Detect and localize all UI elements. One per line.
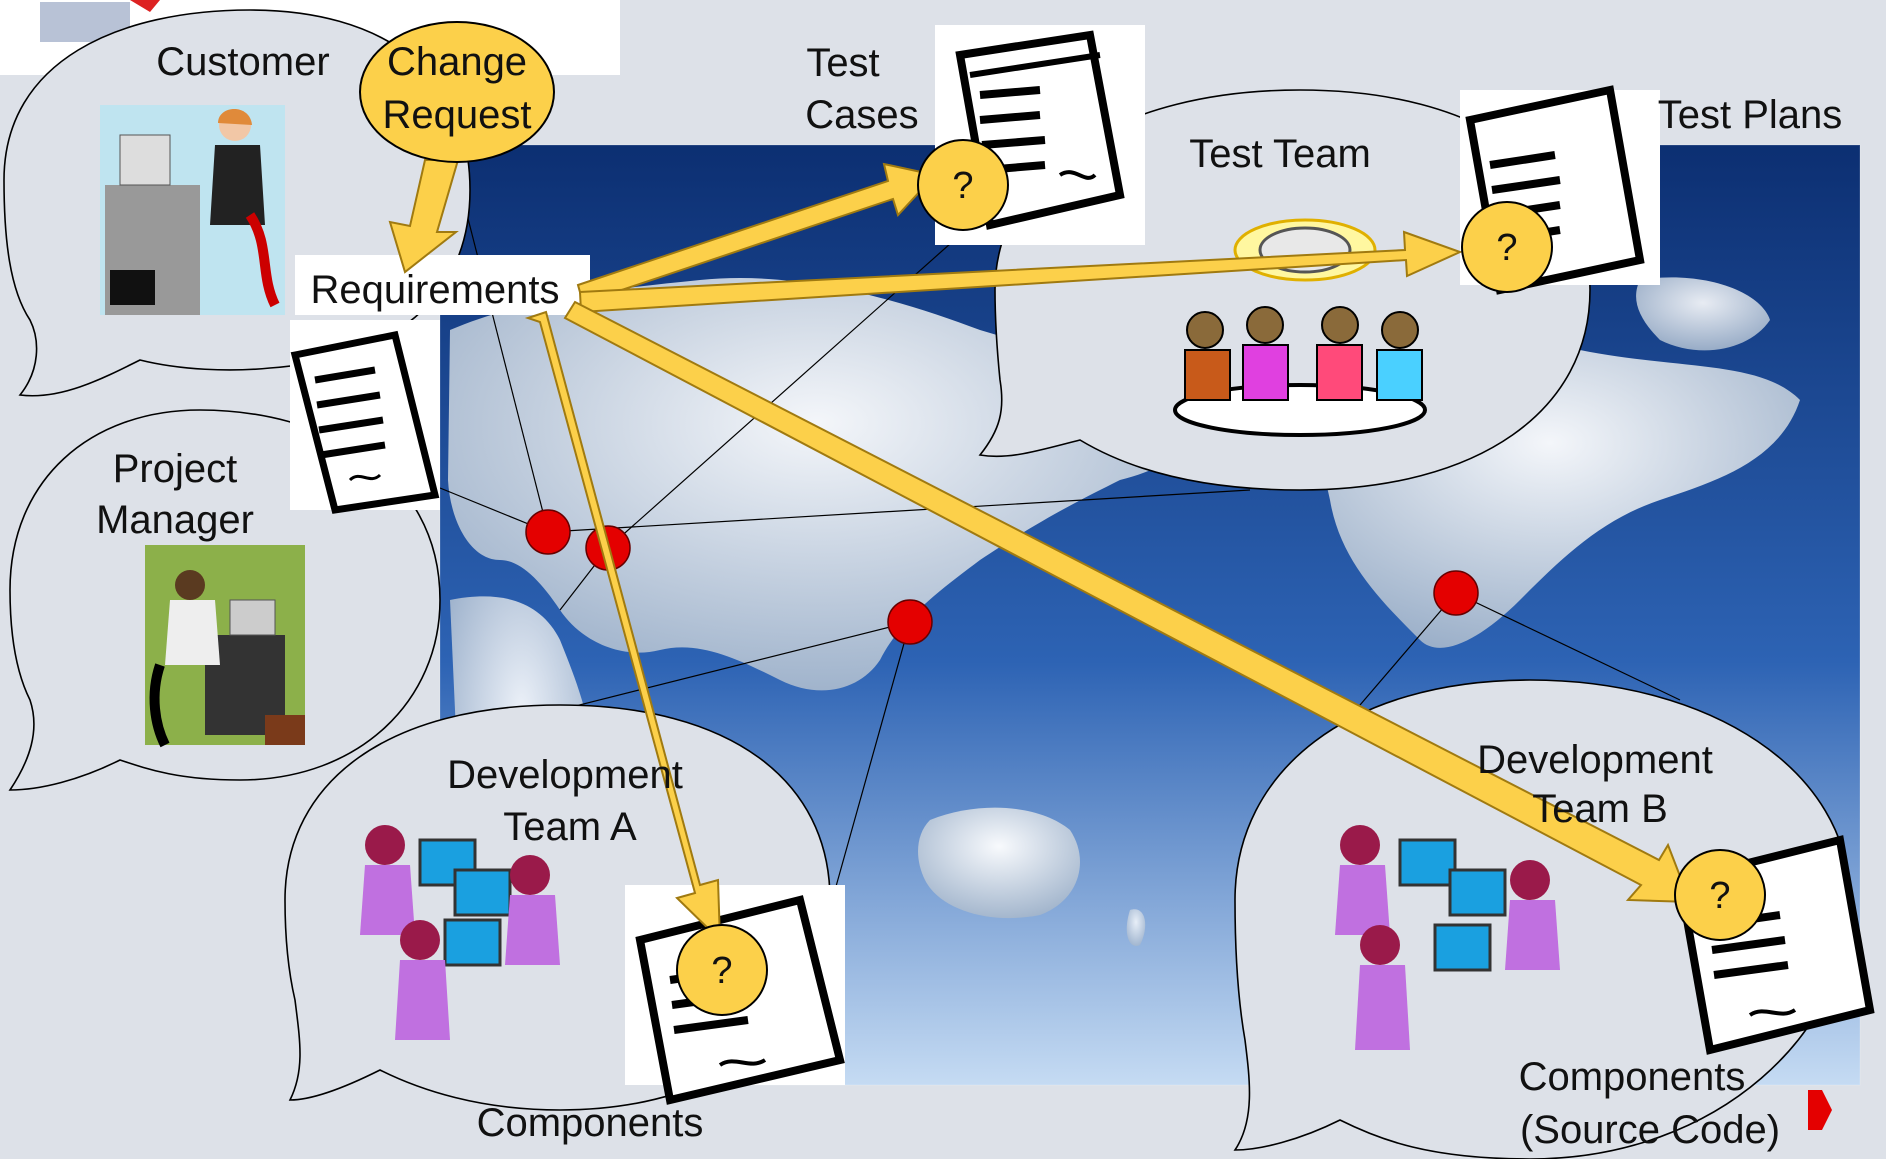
pin-north-america xyxy=(1433,570,1479,616)
dev-team-a-label-line2: Team A xyxy=(503,805,637,849)
requirements-label: Requirements xyxy=(310,268,559,312)
customer-label: Customer xyxy=(156,40,329,84)
components-a-label-line1: Components xyxy=(477,1101,704,1145)
test-plans-question: ? xyxy=(1461,201,1553,293)
components-a-question: ? xyxy=(676,924,768,1016)
dev-team-b-label-line2: Team B xyxy=(1532,787,1668,831)
question-circles: ? ? ? ? xyxy=(676,139,1766,1016)
project-manager-label-line1: Project xyxy=(113,447,238,491)
components-b-label-line2: (Source Code) xyxy=(1520,1108,1780,1152)
corner-mark xyxy=(130,0,160,12)
test-cases-label-line2: Cases xyxy=(805,93,918,137)
next-arrow-icon[interactable] xyxy=(1808,1090,1832,1130)
question-mark: ? xyxy=(711,950,732,992)
pin-connectors xyxy=(439,194,1681,891)
dev-team-b-illustration xyxy=(1335,825,1560,1050)
arrow-to-dev-b xyxy=(563,300,1692,904)
test-team-label: Test Team xyxy=(1189,132,1371,176)
change-request-label-line1: Change xyxy=(387,40,527,84)
arrow-change-to-requirements xyxy=(388,159,460,274)
requirements-box xyxy=(295,255,590,315)
customer-illustration xyxy=(100,105,285,315)
test-cases-question: ? xyxy=(917,139,1009,231)
test-cases-label-line1: Test xyxy=(806,41,879,85)
pin-europe-west xyxy=(525,509,571,555)
arrow-to-test-cases xyxy=(576,162,937,305)
question-mark: ? xyxy=(1496,227,1517,269)
map-greenland xyxy=(1636,277,1770,351)
project-manager-label-line2: Manager xyxy=(96,498,254,542)
components-b-question: ? xyxy=(1674,849,1766,941)
flow-arrows xyxy=(388,159,1692,943)
map-new-zealand xyxy=(1126,909,1146,946)
components-b-label-line1: Components xyxy=(1519,1055,1746,1099)
test-plans-label: Test Plans xyxy=(1658,93,1843,137)
project-manager-illustration xyxy=(145,545,305,748)
dev-team-a-illustration xyxy=(360,825,560,1040)
question-mark: ? xyxy=(1709,875,1730,917)
pin-asia xyxy=(887,599,933,645)
question-mark: ? xyxy=(952,165,973,207)
change-request-bubble xyxy=(359,21,555,163)
change-request-label-line2: Request xyxy=(383,93,532,137)
requirements-doc-icon xyxy=(290,330,440,514)
dev-team-a-label-line1: Development xyxy=(447,753,683,797)
map-australia xyxy=(918,807,1080,919)
location-pins xyxy=(525,509,1479,645)
dev-team-b-label-line1: Development xyxy=(1477,738,1713,782)
arrow-to-test-plans xyxy=(578,230,1463,314)
